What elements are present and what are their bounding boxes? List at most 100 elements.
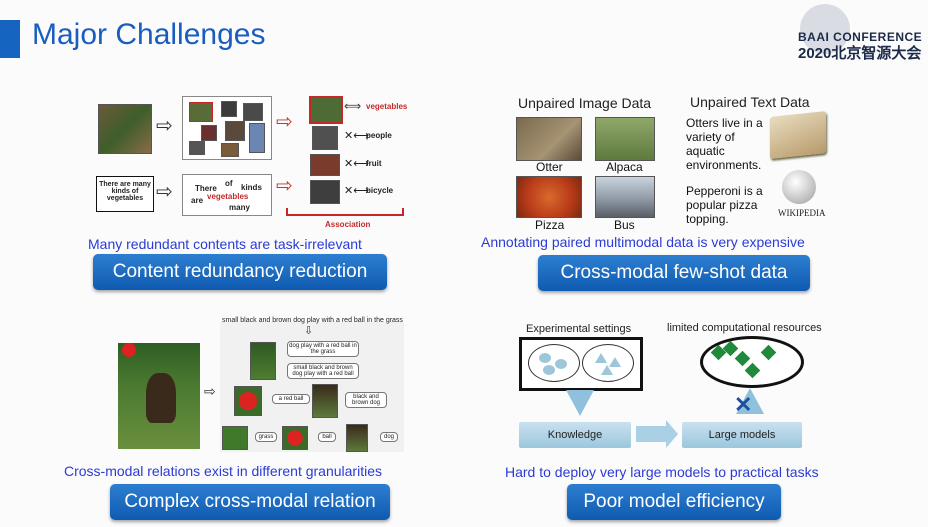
label-people: people	[366, 131, 392, 140]
x-arrow-icon-3: ✕⟷	[344, 185, 369, 197]
down-arrow-icon: ⇩	[304, 325, 314, 337]
dog-shape	[146, 373, 176, 423]
label-vegetables: vegetables	[366, 102, 408, 111]
association-label: Association	[325, 220, 371, 229]
text-data-header: Unpaired Text Data	[690, 94, 810, 110]
logo-line1: BAAI CONFERENCE	[798, 30, 923, 44]
cross-icon: ✕	[734, 392, 753, 417]
down-arrow-icon-knowledge	[566, 390, 594, 416]
region-bicycle	[189, 141, 205, 155]
setting-ellipse-2	[582, 344, 634, 382]
ball-thumb	[234, 386, 262, 416]
large-models-label: Large models	[708, 429, 776, 441]
right-arrow-icon-models	[636, 426, 666, 442]
cross-modal-few-shot-data-button[interactable]: Cross-modal few-shot data	[538, 255, 810, 291]
arrow-icon-dog: ⇨	[204, 383, 216, 399]
dog-thumb-2	[312, 384, 338, 418]
green-diamond-icon-3	[760, 344, 777, 361]
sentence-box: There are many kinds of vegetables	[96, 176, 154, 212]
setting-ellipse-1	[528, 344, 580, 382]
region-grid-box	[182, 96, 272, 160]
green-diamond-icon-4	[722, 340, 739, 357]
red-arrow-icon-2: ⇨	[276, 175, 293, 197]
label-bicycle: bicycle	[366, 186, 394, 195]
arrow-head-icon	[666, 420, 678, 448]
otter-photo	[516, 117, 582, 161]
caption-relation: Cross-modal relations exist in different…	[64, 463, 382, 479]
large-models-box: Large models	[682, 422, 802, 448]
experimental-settings-box	[519, 337, 643, 391]
region-person	[249, 123, 265, 153]
crop-vegetables	[309, 96, 343, 124]
node-grass: grass	[255, 432, 277, 442]
wikipedia-label: WIKIPEDIA	[778, 208, 826, 218]
region-fruit	[201, 125, 217, 141]
node-phrase2: small black and brown dog play with a re…	[287, 363, 359, 379]
dog-thumb-3	[346, 424, 368, 452]
label-otter: Otter	[536, 160, 563, 174]
word-box: There of kinds are vegetables many	[182, 174, 272, 216]
image-data-header: Unpaired Image Data	[518, 95, 652, 111]
graph-top-caption: small black and brown dog play with a re…	[222, 317, 403, 324]
region-people-3	[225, 121, 245, 141]
pizza-text: Pepperoni is a popular pizza topping.	[686, 184, 763, 226]
resources-oval	[700, 336, 804, 388]
bus-photo	[595, 176, 655, 218]
dog-photo	[118, 343, 200, 449]
region-vegetables	[189, 102, 213, 122]
wikipedia-globe-icon	[782, 170, 816, 204]
alpaca-photo	[595, 117, 655, 161]
region-people	[221, 101, 237, 117]
double-arrow-icon: ⟺	[344, 99, 362, 113]
caption-efficiency: Hard to deploy very large models to prac…	[505, 464, 819, 480]
word-of: of	[225, 179, 233, 188]
caption-few-shot: Annotating paired multimodal data is ver…	[481, 234, 805, 250]
x-arrow-icon: ✕⟷	[344, 130, 369, 142]
red-arrow-icon: ⇨	[276, 111, 293, 133]
node-dog: black and brown dog	[345, 392, 387, 408]
knowledge-label: Knowledge	[547, 429, 603, 441]
node-dog-word: dog	[380, 432, 398, 442]
word-vegetables: vegetables	[207, 192, 249, 201]
complex-cross-modal-relation-button[interactable]: Complex cross-modal relation	[110, 484, 390, 520]
association-bracket	[286, 208, 404, 216]
label-pizza: Pizza	[535, 218, 565, 232]
up-arrow-icon	[736, 388, 764, 414]
sentence-text: There are many kinds of vegetables	[99, 181, 151, 202]
logo-circle-icon	[800, 4, 850, 54]
region-basket	[221, 143, 239, 157]
title-accent-bar	[0, 20, 20, 58]
word-many: many	[229, 203, 250, 212]
label-alpaca: Alpaca	[606, 160, 643, 174]
dog-thumb	[250, 342, 276, 380]
book-icon	[770, 111, 826, 159]
grass-thumb	[222, 426, 248, 450]
ball-thumb-2	[282, 426, 308, 450]
crop-bicycle	[310, 180, 340, 204]
green-diamond-icon-2	[734, 350, 751, 367]
red-ball-icon	[122, 343, 136, 357]
label-fruit: fruit	[366, 159, 382, 168]
word-there: There	[195, 184, 217, 193]
green-diamond-icon-5	[744, 362, 761, 379]
experimental-settings-label: Experimental settings	[526, 323, 632, 335]
word-are: are	[191, 196, 204, 205]
label-bus: Bus	[614, 218, 635, 232]
right-arrow-icon-2: ⇨	[156, 181, 173, 203]
region-people-2	[243, 103, 263, 121]
node-ball: ball	[318, 432, 336, 442]
otter-text: Otters live in a variety of aquatic envi…	[686, 116, 763, 172]
page-title: Major Challenges	[32, 18, 266, 51]
logo-line2: 2020北京智源大会	[798, 45, 922, 62]
pizza-photo	[516, 176, 582, 218]
limited-resources-label: limited computational resources	[667, 322, 822, 334]
conference-logo: BAAI CONFERENCE 2020北京智源大会	[776, 4, 926, 64]
market-photo	[98, 104, 152, 154]
content-redundancy-reduction-button[interactable]: Content redundancy reduction	[93, 254, 387, 290]
right-arrow-icon: ⇨	[156, 115, 173, 137]
poor-model-efficiency-button[interactable]: Poor model efficiency	[567, 484, 781, 520]
x-arrow-icon-2: ✕⟷	[344, 158, 369, 170]
crop-fruit	[310, 154, 340, 176]
node-phrase1: dog play with a red ball in the grass	[287, 341, 359, 357]
word-kinds: kinds	[241, 183, 262, 192]
